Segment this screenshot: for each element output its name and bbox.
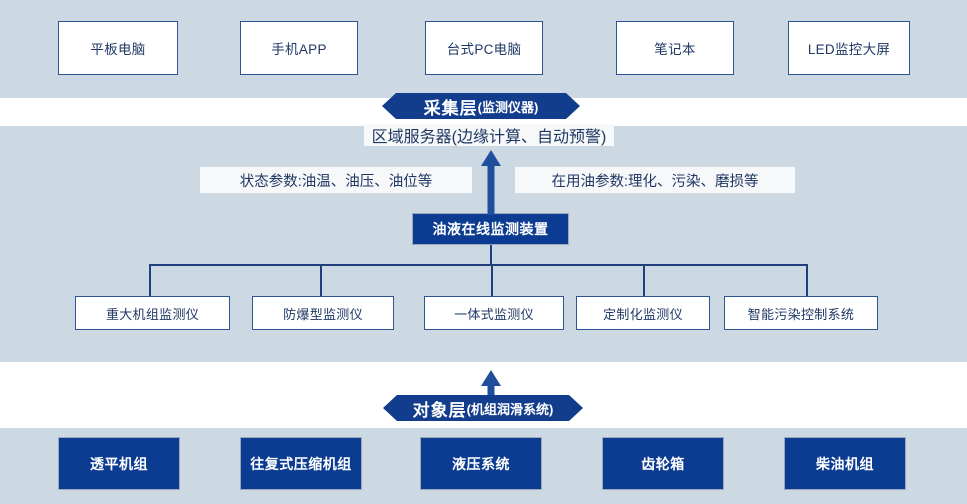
inservice-oil-parameters-strip: 在用油参数:理化、污染、磨损等: [515, 167, 795, 193]
collection-layer-banner[interactable]: 采集层 (监测仪器): [382, 93, 580, 119]
device-bus-line: [149, 264, 807, 266]
object-layer-banner-title: 对象层: [412, 400, 467, 420]
collection-layer-banner-subtitle: (监测仪器): [477, 99, 539, 115]
object-box-gearbox[interactable]: 齿轮箱: [602, 437, 724, 490]
status-parameters-strip: 状态参数:油温、油压、油位等: [200, 167, 472, 193]
object-layer-banner-subtitle: (机组润滑系统): [466, 401, 554, 417]
device-box-explosionproof-monitor[interactable]: 防爆型监测仪: [252, 296, 394, 330]
object-box-turbine-unit[interactable]: 透平机组: [58, 437, 180, 490]
terminal-box-mobile-app[interactable]: 手机APP: [240, 21, 358, 75]
device-drop-line-1: [149, 264, 151, 296]
oil-online-monitoring-device-box[interactable]: 油液在线监测装置: [412, 213, 569, 245]
hub-drop-line: [490, 245, 492, 265]
terminal-box-desktop-pc[interactable]: 台式PC电脑: [425, 21, 543, 75]
object-box-reciprocating-compressor[interactable]: 往复式压缩机组: [240, 437, 362, 490]
device-box-customized-monitor[interactable]: 定制化监测仪: [576, 296, 710, 330]
terminal-box-led-wall[interactable]: LED监控大屏: [788, 21, 910, 75]
object-box-diesel-unit[interactable]: 柴油机组: [784, 437, 906, 490]
device-drop-line-5: [806, 264, 808, 296]
device-drop-line-2: [320, 264, 322, 296]
terminal-box-tablet[interactable]: 平板电脑: [58, 21, 178, 75]
device-box-integrated-monitor[interactable]: 一体式监测仪: [424, 296, 564, 330]
object-layer-banner[interactable]: 对象层 (机组润滑系统): [383, 395, 583, 421]
device-drop-line-4: [643, 264, 645, 296]
terminal-box-laptop[interactable]: 笔记本: [616, 21, 734, 75]
device-box-major-unit-monitor[interactable]: 重大机组监测仪: [75, 296, 230, 330]
hub-to-server-arrow: [479, 150, 503, 215]
collection-layer-banner-title: 采集层: [423, 98, 478, 118]
device-box-smart-contamination-control[interactable]: 智能污染控制系统: [724, 296, 878, 330]
device-drop-line-3: [491, 264, 493, 296]
regional-server-strip: 区域服务器(边缘计算、自动预警): [364, 124, 614, 146]
object-box-hydraulic-system[interactable]: 液压系统: [420, 437, 542, 490]
